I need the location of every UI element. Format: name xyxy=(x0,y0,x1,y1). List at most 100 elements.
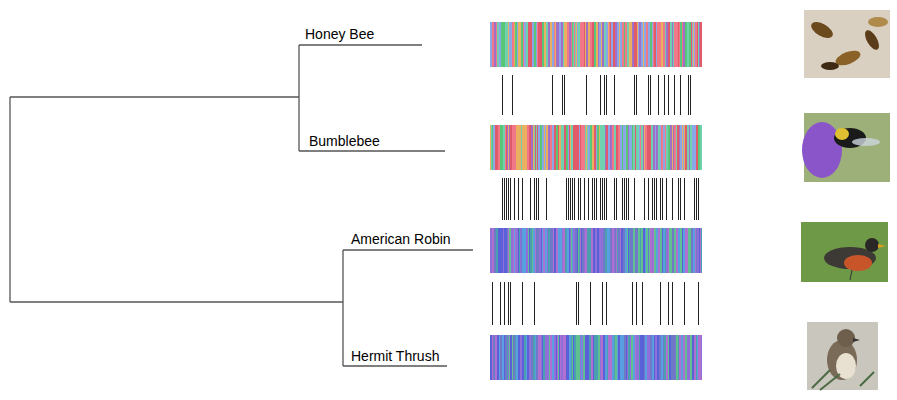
difference-mark xyxy=(698,178,699,220)
difference-mark xyxy=(660,178,661,220)
sequence-stripe xyxy=(592,335,593,380)
sequence-stripe xyxy=(499,335,500,380)
sequence-stripe xyxy=(641,22,643,67)
sequence-stripe xyxy=(516,228,518,273)
sequence-stripe xyxy=(554,228,556,273)
sequence-stripe xyxy=(658,125,660,170)
sequence-stripe xyxy=(620,335,622,380)
sequence-stripe xyxy=(602,125,604,170)
sequence-stripe xyxy=(666,22,668,67)
sequence-stripe xyxy=(633,228,635,273)
difference-mark xyxy=(572,178,573,220)
sequence-stripe xyxy=(682,22,683,67)
sequence-stripe xyxy=(658,228,660,273)
sequence-stripe xyxy=(683,125,684,170)
sequence-stripe xyxy=(541,335,542,380)
sequence-stripe xyxy=(593,228,595,273)
difference-mark xyxy=(678,178,679,220)
sequence-stripe xyxy=(495,125,496,170)
sequence-stripe xyxy=(567,335,569,380)
sequence-stripe xyxy=(511,228,513,273)
sequence-stripe xyxy=(628,228,629,273)
sequence-stripe xyxy=(700,335,701,380)
sequence-stripe xyxy=(528,22,530,67)
sequence-stripe xyxy=(572,335,573,380)
sequence-stripe xyxy=(503,22,505,67)
sequence-stripe xyxy=(577,125,579,170)
sequence-stripe xyxy=(695,228,696,273)
sequence-stripe xyxy=(517,125,518,170)
sequence-stripe xyxy=(601,22,602,67)
sequence-stripe xyxy=(683,335,685,380)
sequence-stripe xyxy=(587,125,588,170)
sequence-stripe xyxy=(648,22,650,67)
sequence-stripe xyxy=(685,228,686,273)
sequence-stripe xyxy=(604,22,606,67)
sequence-stripe xyxy=(546,125,548,170)
sequence-stripe xyxy=(626,125,628,170)
sequence-stripe xyxy=(627,335,628,380)
sequence-stripe xyxy=(509,335,510,380)
sequence-stripe xyxy=(569,125,570,170)
sequence-stripe xyxy=(639,125,640,170)
sequence-stripe xyxy=(635,335,636,380)
sequence-stripe xyxy=(623,125,624,170)
sequence-stripe xyxy=(540,22,542,67)
sequence-stripe xyxy=(649,228,650,273)
sequence-stripe xyxy=(509,125,510,170)
sequence-stripe xyxy=(494,22,496,67)
sequence-stripe xyxy=(618,125,620,170)
difference-mark xyxy=(584,178,585,220)
sequence-stripe xyxy=(518,125,519,170)
sequence-stripe xyxy=(694,335,696,380)
sequence-stripe xyxy=(550,22,551,67)
sequence-stripe xyxy=(613,125,614,170)
sequence-stripe xyxy=(663,228,665,273)
sequence-stripe xyxy=(676,335,678,380)
sequence-stripe xyxy=(492,335,493,380)
sequence-stripe xyxy=(650,228,652,273)
sequence-stripe xyxy=(527,335,529,380)
sequence-stripe xyxy=(668,228,669,273)
sequence-stripe xyxy=(643,125,644,170)
sequence-stripe xyxy=(548,125,550,170)
sequence-stripe xyxy=(671,228,672,273)
sequence-stripe xyxy=(558,22,559,67)
sequence-stripe xyxy=(528,228,529,273)
sequence-stripe xyxy=(617,335,618,380)
sequence-stripe xyxy=(635,22,637,67)
sequence-stripe xyxy=(579,335,580,380)
sequence-stripe xyxy=(614,125,616,170)
sequence-stripe xyxy=(640,125,641,170)
sequence-stripe xyxy=(631,228,633,273)
sequence-stripe xyxy=(614,335,615,380)
sequence-stripe xyxy=(649,125,651,170)
difference-mark xyxy=(510,178,511,220)
sequence-stripe xyxy=(548,22,550,67)
sequence-stripe xyxy=(691,22,692,67)
sequence-stripe xyxy=(594,335,596,380)
sequence-stripe xyxy=(499,22,501,67)
sequence-stripe xyxy=(518,22,519,67)
sequence-stripe xyxy=(582,125,584,170)
sequence-stripe xyxy=(578,228,579,273)
sequence-stripe xyxy=(494,228,496,273)
difference-mark xyxy=(660,282,661,325)
sequence-stripe xyxy=(603,335,605,380)
sequence-stripe xyxy=(696,228,697,273)
sequence-stripe xyxy=(674,228,676,273)
sequence-stripe xyxy=(584,125,585,170)
sequence-stripe xyxy=(697,228,699,273)
sequence-stripe xyxy=(680,228,682,273)
difference-mark xyxy=(672,178,673,220)
sequence-stripe xyxy=(542,335,543,380)
sequence-stripe xyxy=(575,125,577,170)
sequence-stripe xyxy=(639,22,641,67)
difference-mark xyxy=(648,178,649,220)
sequence-stripe xyxy=(637,335,639,380)
sequence-stripe xyxy=(593,335,594,380)
sequence-stripe xyxy=(653,228,654,273)
sequence-stripe xyxy=(672,125,673,170)
sequence-stripe xyxy=(609,228,610,273)
sequence-stripe xyxy=(638,125,639,170)
